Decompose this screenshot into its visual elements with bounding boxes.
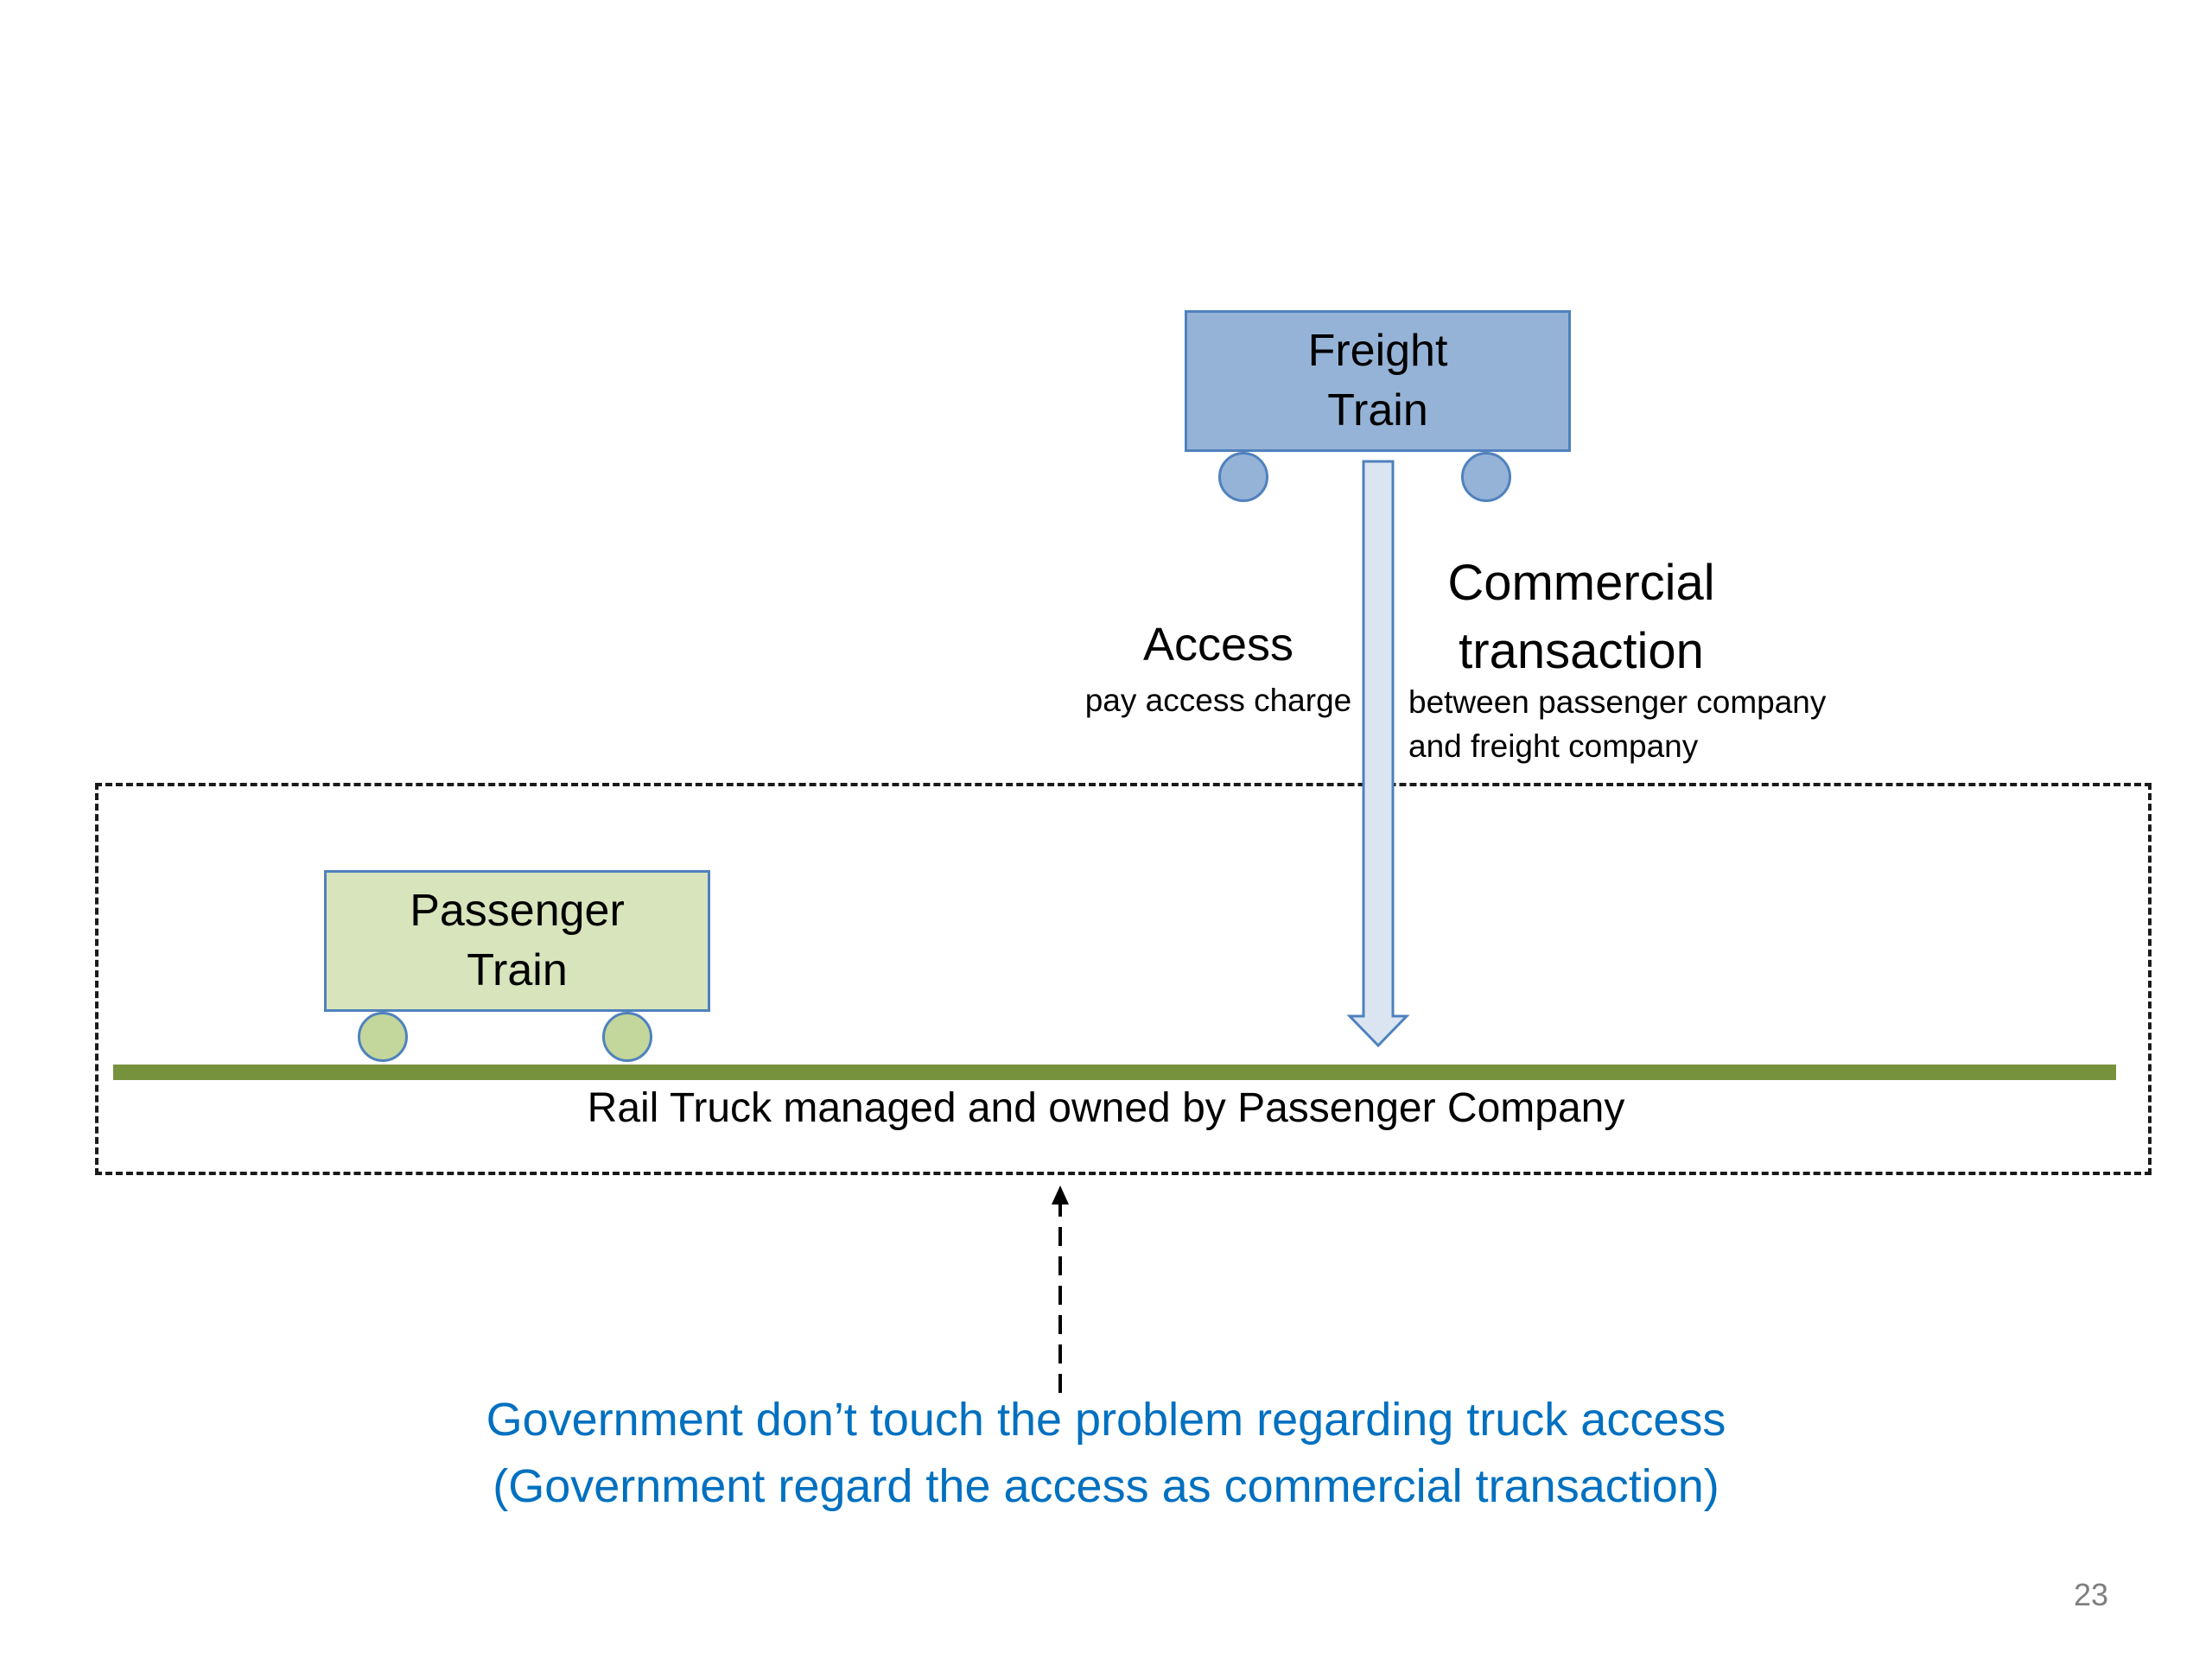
- rail-track: [113, 1065, 2116, 1080]
- page-number: 23: [2073, 1577, 2109, 1612]
- freight-train-car: Freight Train: [1185, 310, 1571, 452]
- access-title: Access: [1142, 619, 1294, 671]
- government-note: Government don’t touch the problem regar…: [486, 1394, 1726, 1512]
- passenger-wheel-right: [602, 1012, 652, 1062]
- access-subtitle: pay access charge: [1084, 683, 1352, 718]
- passenger-train-label: Passenger Train: [410, 886, 625, 995]
- commercial-transaction-subtitle: between passenger company and freight co…: [1408, 684, 1827, 765]
- government-arrow-head: [1052, 1185, 1069, 1205]
- freight-wheel-right: [1461, 452, 1511, 502]
- rail-track-label: Rail Truck managed and owned by Passenge…: [587, 1085, 1625, 1131]
- passenger-wheel-left: [358, 1012, 408, 1062]
- commercial-transaction-title: Commercial transaction: [1447, 555, 1715, 680]
- freight-wheel-left: [1218, 452, 1268, 502]
- access-arrow: [1346, 460, 1410, 1048]
- freight-train-label: Freight Train: [1307, 326, 1448, 435]
- passenger-company-boundary: [95, 783, 2152, 1175]
- passenger-train-car: Passenger Train: [324, 870, 710, 1012]
